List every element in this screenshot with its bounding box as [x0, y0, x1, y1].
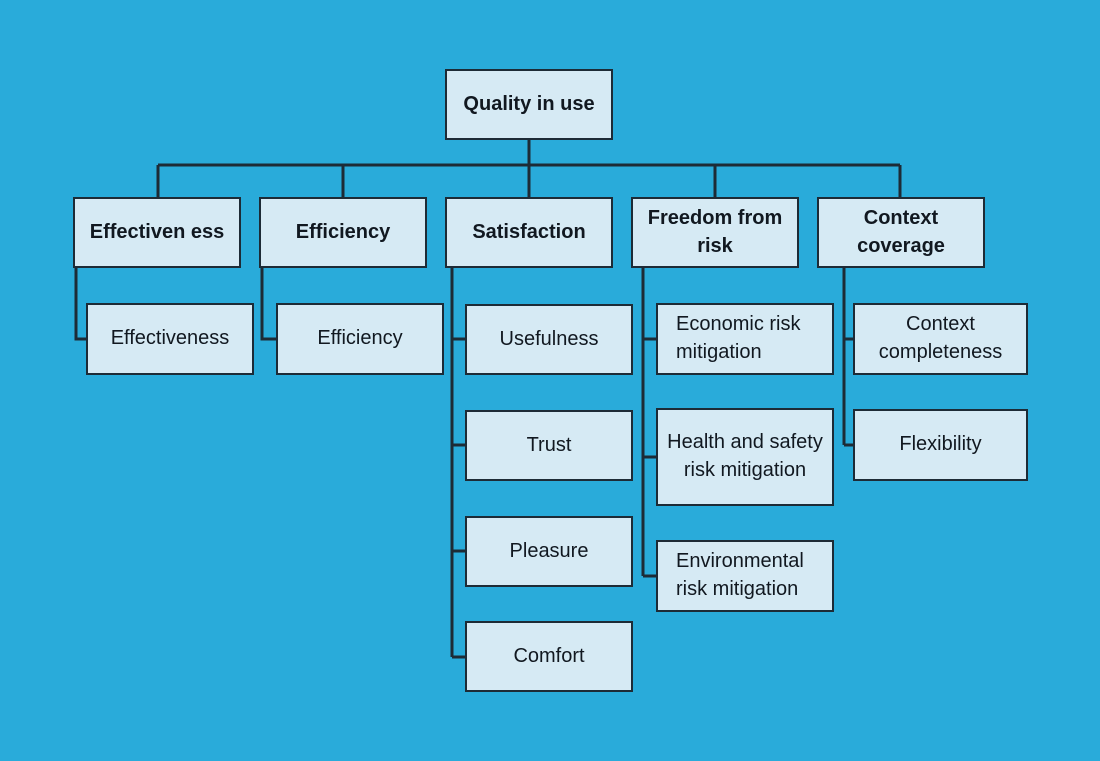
node-label: Comfort	[513, 644, 585, 667]
node-label: Efficiency	[317, 327, 403, 350]
node-label: Context coverage	[857, 206, 945, 257]
node-flexibility[interactable]: Flexibility	[853, 409, 1028, 481]
node-label: Freedom from risk	[647, 206, 783, 257]
node-label: Pleasure	[509, 539, 589, 562]
node-label: Effectiven ess	[89, 220, 225, 243]
node-usefulness[interactable]: Usefulness	[465, 304, 633, 375]
node-quality-in-use[interactable]: Quality in use	[445, 69, 613, 140]
node-label: Health and safety risk mitigation	[667, 431, 823, 481]
node-effectiveness-leaf[interactable]: Effectiveness	[86, 303, 254, 375]
node-pleasure[interactable]: Pleasure	[465, 516, 633, 587]
node-label: Context completeness	[878, 313, 1003, 363]
node-label: Efficiency	[295, 220, 391, 243]
node-context-coverage[interactable]: Context coverage	[817, 197, 985, 268]
node-label: Trust	[526, 433, 572, 456]
node-trust[interactable]: Trust	[465, 410, 633, 481]
node-label: Flexibility	[899, 433, 982, 456]
connector-effectiveness-children	[74, 268, 86, 341]
node-label: Environmental risk mitigation	[676, 550, 804, 600]
node-effectiveness[interactable]: Effectiven ess	[73, 197, 241, 268]
node-satisfaction[interactable]: Satisfaction	[445, 197, 613, 268]
node-economic-risk-mitigation[interactable]: Economic risk mitigation	[656, 303, 834, 375]
node-freedom-from-risk[interactable]: Freedom from risk	[631, 197, 799, 268]
node-health-and-safety-risk-mitigation[interactable]: Health and safety risk mitigation	[656, 408, 834, 506]
node-label: Economic risk mitigation	[676, 313, 801, 363]
node-label: Quality in use	[463, 92, 595, 115]
node-context-completeness[interactable]: Context completeness	[853, 303, 1028, 375]
node-label: Satisfaction	[472, 220, 586, 243]
node-label: Effectiveness	[110, 327, 230, 350]
node-environmental-risk-mitigation[interactable]: Environmental risk mitigation	[656, 540, 834, 612]
connector-efficiency-children	[260, 268, 276, 341]
node-comfort[interactable]: Comfort	[465, 621, 633, 692]
node-efficiency[interactable]: Efficiency	[259, 197, 427, 268]
node-efficiency-leaf[interactable]: Efficiency	[276, 303, 444, 375]
node-label: Usefulness	[499, 327, 599, 350]
